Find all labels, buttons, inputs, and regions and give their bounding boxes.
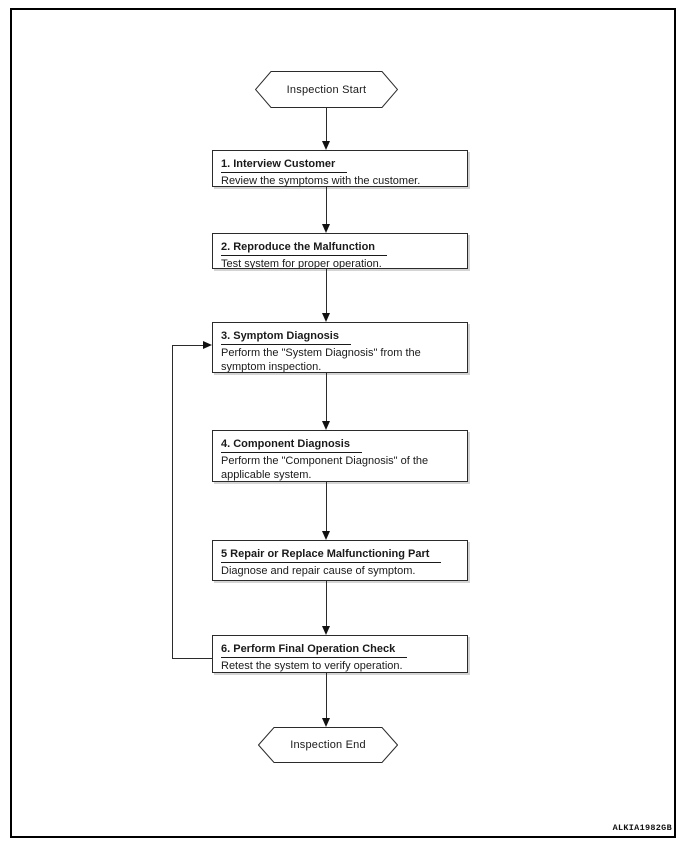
- feedback-connector-bottom: [172, 658, 212, 660]
- hexagon-shape: [255, 71, 398, 108]
- step-box-6: 6. Perform Final Operation Check Retest …: [212, 635, 468, 673]
- step-body: Perform the "Component Diagnosis" of the…: [221, 455, 429, 481]
- connector-step5-to-step6: [326, 581, 328, 628]
- connector-step1-to-step2: [326, 187, 328, 226]
- arrowhead-down: [321, 531, 330, 540]
- step-title: 3. Symptom Diagnosis: [221, 330, 351, 345]
- end-label: Inspection End: [290, 739, 366, 751]
- diagram-frame: [10, 8, 676, 838]
- step-body: Perform the "System Diagnosis" from the …: [221, 347, 421, 373]
- step-body: Test system for proper operation.: [221, 258, 382, 269]
- hexagon-shape: [258, 727, 398, 763]
- connector-start-to-step1: [326, 108, 328, 143]
- connector-step6-to-end: [326, 673, 328, 720]
- step-title: 2. Reproduce the Malfunction: [221, 241, 388, 256]
- start-terminator: Inspection Start: [255, 71, 398, 108]
- arrowhead-right: [203, 341, 212, 350]
- arrowhead-down: [321, 141, 330, 150]
- step-body: Retest the system to verify operation.: [221, 660, 403, 672]
- step-box-1: 1. Interview Customer Review the symptom…: [212, 150, 468, 187]
- arrowhead-down: [321, 421, 330, 430]
- step-title: 4. Component Diagnosis: [221, 438, 362, 453]
- connector-step2-to-step3: [326, 269, 328, 315]
- step-body: Review the symptoms with the customer.: [221, 175, 421, 187]
- connector-step3-to-step4: [326, 373, 328, 423]
- figure-code: ALKIA1982GB: [612, 823, 672, 833]
- step-body: Diagnose and repair cause of symptom.: [221, 565, 416, 577]
- step-box-3: 3. Symptom Diagnosis Perform the "System…: [212, 322, 468, 373]
- arrowhead-down: [321, 626, 330, 635]
- connector-step4-to-step5: [326, 482, 328, 533]
- arrowhead-down: [321, 224, 330, 233]
- step-title: 5 Repair or Replace Malfunctioning Part: [221, 548, 442, 563]
- step-title: 1. Interview Customer: [221, 158, 348, 173]
- step-title: 6. Perform Final Operation Check: [221, 643, 408, 658]
- start-label: Inspection Start: [286, 83, 367, 96]
- step-box-4: 4. Component Diagnosis Perform the "Comp…: [212, 430, 468, 482]
- arrowhead-down: [321, 313, 330, 322]
- feedback-connector-vertical: [172, 345, 174, 659]
- step-box-2: 2. Reproduce the Malfunction Test system…: [212, 233, 468, 269]
- step-box-5: 5 Repair or Replace Malfunctioning Part …: [212, 540, 468, 581]
- end-terminator: Inspection End: [258, 727, 398, 763]
- arrowhead-down: [321, 718, 330, 727]
- feedback-connector-top: [172, 345, 204, 347]
